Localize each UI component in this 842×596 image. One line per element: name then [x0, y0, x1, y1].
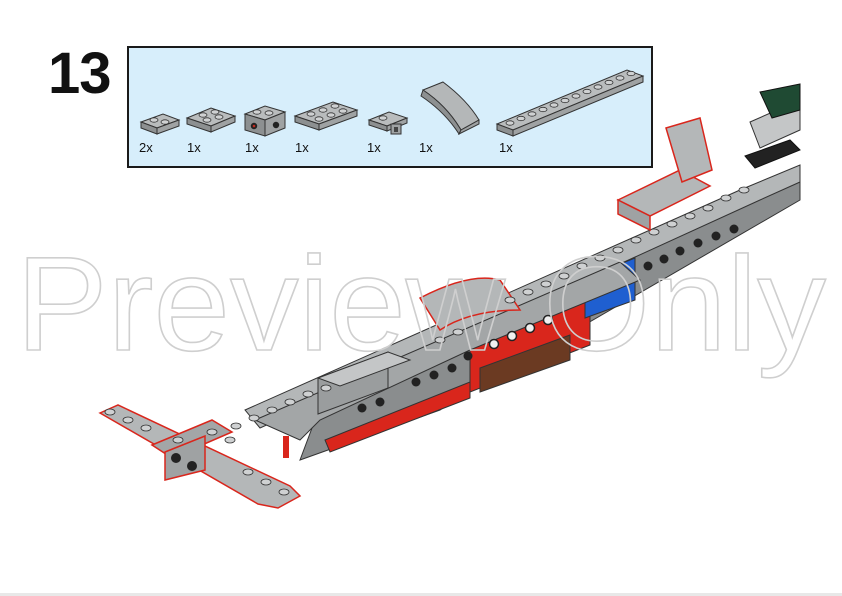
part-qty: 1x — [187, 140, 201, 155]
plate-2x2-icon — [185, 107, 237, 133]
step-number: 13 — [48, 41, 112, 106]
part-qty: 1x — [245, 140, 259, 155]
curved-slope-icon — [420, 81, 480, 136]
part-qty: 2x — [139, 140, 153, 155]
page-divider — [0, 593, 842, 596]
part-qty: 1x — [367, 140, 381, 155]
plate-1x12-icon — [495, 69, 645, 137]
plate-clip-icon — [367, 111, 409, 135]
plate-1x2-icon — [139, 113, 181, 135]
watermark-text: Preview Only — [16, 230, 826, 379]
part-qty: 1x — [419, 140, 433, 155]
parts-list-panel: 2x 1x 1x 1x — [127, 46, 653, 168]
plate-2x3-icon — [293, 101, 359, 131]
part-qty: 1x — [499, 140, 513, 155]
brick-1x2-holes-icon — [243, 105, 287, 137]
part-qty: 1x — [295, 140, 309, 155]
